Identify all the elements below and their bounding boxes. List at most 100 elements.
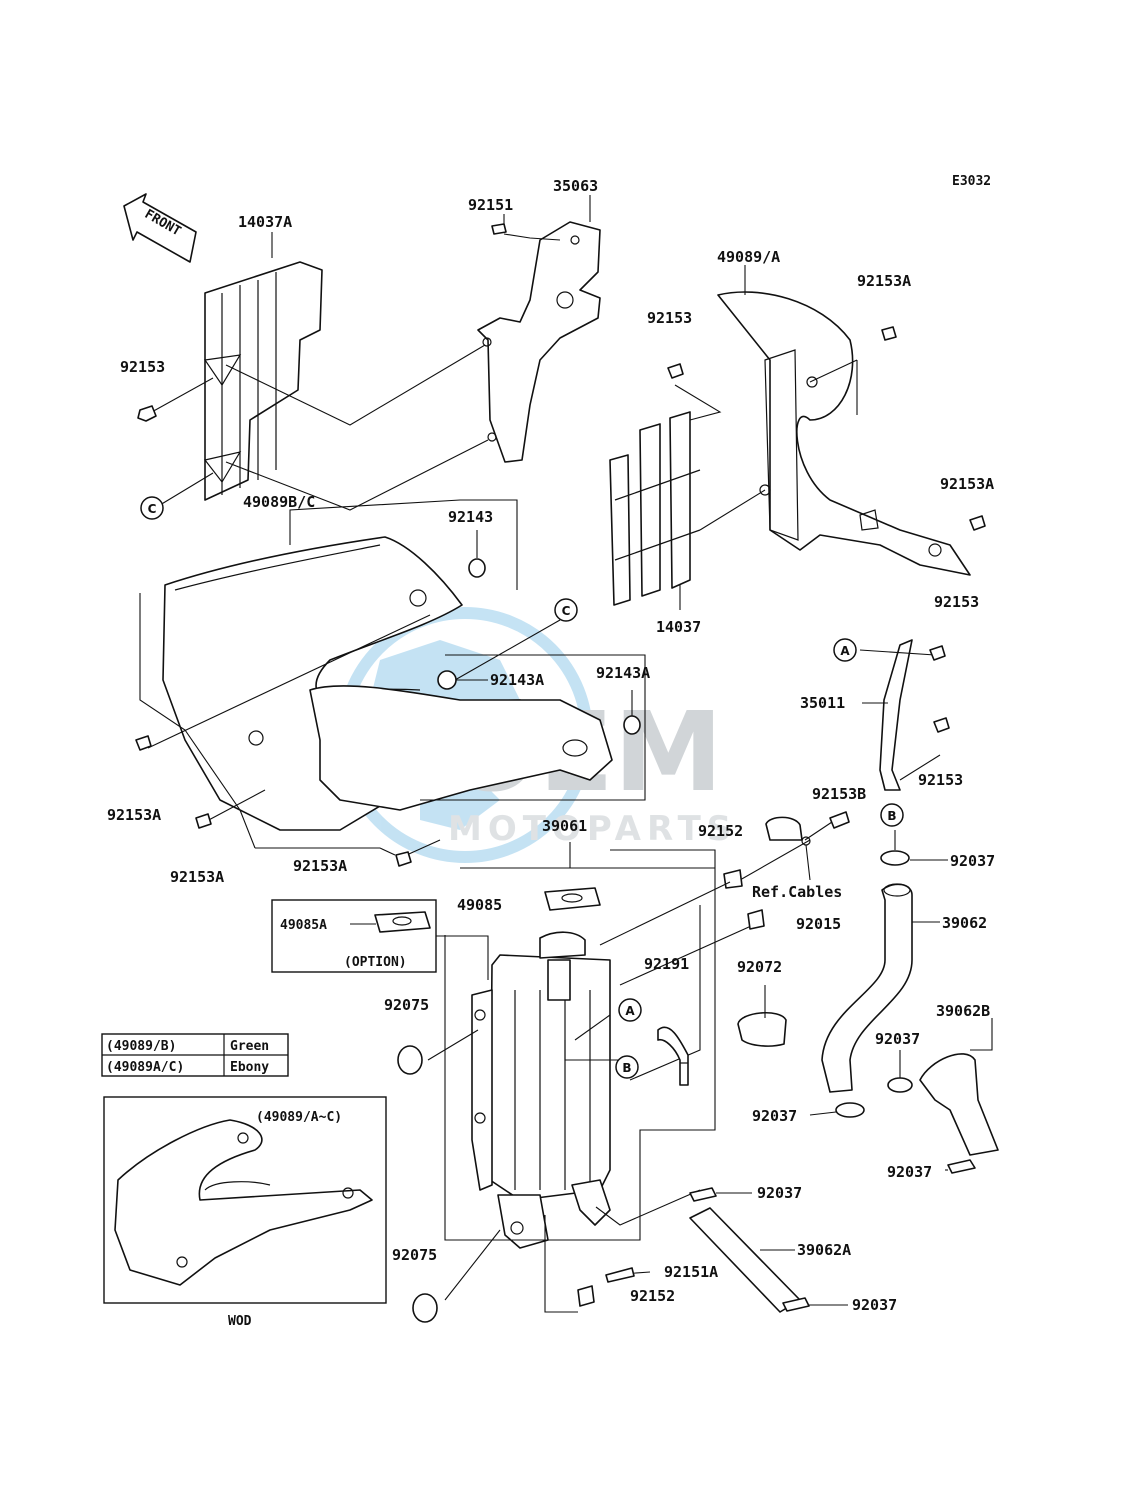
label-92143: 92143 bbox=[448, 508, 493, 526]
bracket-35063 bbox=[477, 221, 601, 463]
label-92153A-right-top: 92153A bbox=[857, 272, 911, 290]
label-92037-a: 92037 bbox=[950, 852, 995, 870]
color-table-row2-color: Ebony bbox=[230, 1060, 269, 1075]
screw-92153A-right-top bbox=[881, 326, 897, 341]
label-ref-cables: Ref.Cables bbox=[752, 883, 842, 901]
color-table-row1-color: Green bbox=[230, 1039, 269, 1054]
clamp-92037-d bbox=[947, 1159, 976, 1174]
label-92152-top: 92152 bbox=[698, 822, 743, 840]
label-35011: 35011 bbox=[800, 694, 845, 712]
label-14037A: 14037A bbox=[238, 213, 292, 231]
screw-92153-stay-a bbox=[929, 645, 946, 661]
hose-39062A bbox=[689, 1207, 801, 1313]
label-92037-d: 92037 bbox=[887, 1163, 932, 1181]
radiator-39061 bbox=[471, 931, 611, 1249]
screw-92153A-right-bottom bbox=[969, 515, 986, 531]
shroud-inner-right bbox=[609, 411, 701, 606]
bolt-92151 bbox=[491, 223, 507, 235]
label-92153A-c: 92153A bbox=[293, 857, 347, 875]
grommet-92143A-b bbox=[623, 715, 641, 735]
screw-92153-right bbox=[667, 363, 684, 379]
diagram-code: E3032 bbox=[952, 174, 991, 189]
label-39062A: 39062A bbox=[797, 1241, 851, 1259]
shroud-outer-right bbox=[717, 291, 971, 576]
callout-b-right: B bbox=[880, 803, 904, 827]
option-box: 49085A (OPTION) bbox=[271, 899, 437, 973]
label-92037-e: 92037 bbox=[757, 1184, 802, 1202]
label-92072: 92072 bbox=[737, 958, 782, 976]
clamp-92037-b bbox=[887, 1077, 913, 1093]
wod-inset: (49089/A~C) WOD bbox=[103, 1096, 387, 1329]
label-49089BC: 49089B/C bbox=[243, 493, 315, 511]
grommet-92143 bbox=[468, 558, 486, 578]
label-92153-left: 92153 bbox=[120, 358, 165, 376]
label-92153A-right-bottom: 92153A bbox=[940, 475, 994, 493]
callout-a-right-text: A bbox=[840, 644, 850, 658]
label-option: (OPTION) bbox=[344, 955, 407, 970]
callout-b-radiator-text: B bbox=[622, 1061, 631, 1075]
nut-92015 bbox=[747, 909, 765, 930]
cap-92152 bbox=[723, 869, 743, 889]
watermark-subtext: MOTOPARTS bbox=[448, 809, 737, 849]
screw-92153B bbox=[829, 811, 850, 829]
clamp-92037-f bbox=[782, 1297, 810, 1312]
label-49085A: 49085A bbox=[280, 918, 327, 933]
label-35063: 35063 bbox=[553, 177, 598, 195]
screw-92153A-b bbox=[195, 813, 212, 829]
label-92153A-a: 92153A bbox=[107, 806, 161, 824]
cap-92152-bottom bbox=[577, 1285, 595, 1307]
label-92143A-b: 92143A bbox=[596, 664, 650, 682]
clamp-92037-e bbox=[689, 1187, 717, 1202]
color-table: (49089/B) Green (49089A/C) Ebony bbox=[101, 1033, 289, 1077]
label-92151A: 92151A bbox=[664, 1263, 718, 1281]
hose-39062B bbox=[919, 1053, 999, 1156]
label-92152-bottom: 92152 bbox=[630, 1287, 675, 1305]
guard-panel-center bbox=[309, 685, 613, 811]
callout-a-radiator: A bbox=[618, 998, 642, 1022]
grommet-92075-top bbox=[397, 1045, 423, 1075]
bolt-92151A bbox=[605, 1267, 635, 1283]
label-92151: 92151 bbox=[468, 196, 513, 214]
label-92075-bottom: 92075 bbox=[392, 1246, 437, 1264]
label-14037: 14037 bbox=[656, 618, 701, 636]
hose-92191 bbox=[657, 1026, 689, 1086]
callout-c-left-text: C bbox=[148, 502, 157, 516]
grommet-92143A-a bbox=[437, 670, 457, 690]
label-92191: 92191 bbox=[644, 955, 689, 973]
callout-a-right: A bbox=[833, 638, 857, 662]
color-table-row1-code: (49089/B) bbox=[106, 1039, 176, 1054]
label-92037-f: 92037 bbox=[852, 1296, 897, 1314]
cable-clamp bbox=[765, 816, 811, 846]
label-92037-c: 92037 bbox=[752, 1107, 797, 1125]
label-49089A: 49089/A bbox=[717, 248, 780, 266]
label-49085: 49085 bbox=[457, 896, 502, 914]
label-39061: 39061 bbox=[542, 817, 587, 835]
band-92072 bbox=[737, 1011, 787, 1047]
clamp-92037-c bbox=[835, 1102, 865, 1118]
part-labels: 35063 92151 14037A 92153 49089B/C 92143 … bbox=[107, 177, 995, 1314]
clamp-92037-a bbox=[880, 850, 910, 866]
grommet-92075-bottom bbox=[412, 1293, 438, 1323]
inset-title: (49089/A~C) bbox=[256, 1110, 342, 1125]
callout-a-radiator-text: A bbox=[625, 1004, 635, 1018]
front-arrow-icon: FRONT bbox=[123, 193, 197, 263]
callout-c-center: C bbox=[554, 598, 578, 622]
color-table-row2-code: (49089A/C) bbox=[106, 1060, 184, 1075]
label-39062: 39062 bbox=[942, 914, 987, 932]
label-92143A-a: 92143A bbox=[490, 671, 544, 689]
stay-35011 bbox=[879, 639, 913, 791]
label-92015: 92015 bbox=[796, 915, 841, 933]
inset-caption: WOD bbox=[228, 1314, 252, 1329]
label-92075-top: 92075 bbox=[384, 996, 429, 1014]
screw-92153A-c bbox=[395, 851, 412, 867]
label-92037-b: 92037 bbox=[875, 1030, 920, 1048]
label-92153-stay-top: 92153 bbox=[934, 593, 979, 611]
label-92153B: 92153B bbox=[812, 785, 866, 803]
label-92153A-b: 92153A bbox=[170, 868, 224, 886]
callout-c-center-text: C bbox=[562, 604, 571, 618]
callout-b-right-text: B bbox=[887, 809, 896, 823]
screw-92153A-a bbox=[135, 735, 152, 751]
label-92153-stay-bottom: 92153 bbox=[918, 771, 963, 789]
hose-39062 bbox=[821, 883, 913, 1093]
damper-49085 bbox=[544, 887, 601, 911]
